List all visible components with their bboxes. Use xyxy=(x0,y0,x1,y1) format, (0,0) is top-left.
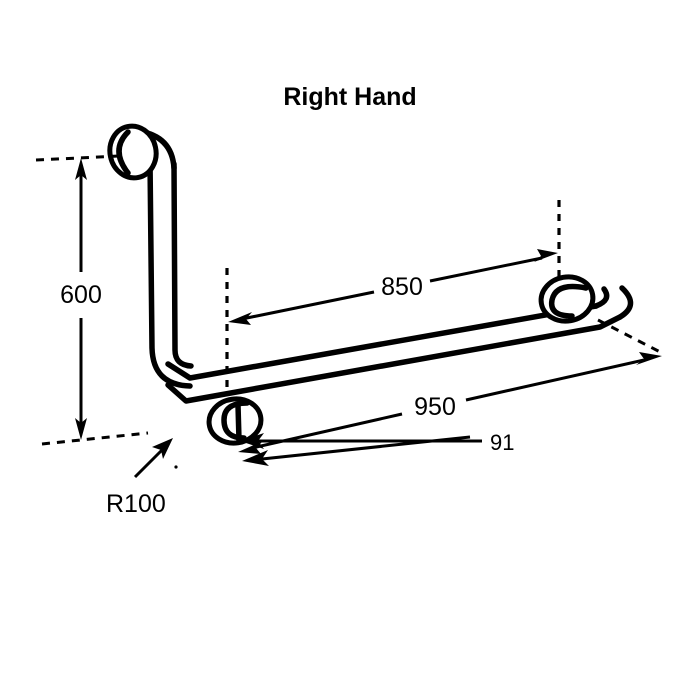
dimension-line-right-seg xyxy=(429,256,543,283)
grab-rail-tube xyxy=(131,128,634,404)
mounting-flange-icon xyxy=(206,396,264,446)
callout-r100: R100 xyxy=(106,438,173,518)
dimension-950-label: 950 xyxy=(414,393,456,421)
dimension-line-left-seg xyxy=(251,412,403,450)
dimension-600: 600 xyxy=(35,154,149,446)
page-title: Right Hand xyxy=(283,83,416,111)
extension-line-right-end xyxy=(597,318,665,356)
dimension-950: 950 xyxy=(238,318,665,454)
arrow-icon-down xyxy=(75,418,87,440)
tube-vertical-left-edge xyxy=(147,157,193,389)
tube-lower-edge xyxy=(165,314,623,404)
arrow-icon-left xyxy=(228,312,252,325)
flange-bottom-corner xyxy=(206,396,264,446)
dimension-850: 850 xyxy=(225,200,561,388)
dimension-91-label: 91 xyxy=(490,430,514,455)
scan-speck xyxy=(174,465,178,469)
tube-vertical-right-edge xyxy=(171,161,194,369)
extension-line-top xyxy=(35,154,121,162)
flange-bottom-centerline xyxy=(235,402,242,443)
flange-right-end xyxy=(538,274,596,324)
arrow-icon-corner xyxy=(152,438,173,459)
extension-line-bottom xyxy=(41,431,149,446)
arrow-icon-right xyxy=(636,352,662,365)
flange-top-left-inner-arc xyxy=(116,129,131,176)
arrow-icon-up xyxy=(75,158,87,180)
dimension-line-left-seg xyxy=(241,290,375,321)
dimension-850-label: 850 xyxy=(381,273,423,301)
dimension-91: 91 xyxy=(240,430,514,466)
arrow-icon-left xyxy=(240,433,264,449)
tube-upper-edge xyxy=(165,303,599,381)
arrow-icon-right xyxy=(534,249,558,262)
dimension-600-label: 600 xyxy=(60,281,102,309)
callout-leader-line xyxy=(133,445,167,479)
flange-right-inner-arc xyxy=(548,283,589,319)
tube-right-return-inner xyxy=(593,286,610,309)
callout-r100-label: R100 xyxy=(106,490,166,518)
dimension-line-right-seg xyxy=(465,358,645,402)
leader-line-secondary xyxy=(261,435,471,461)
arrow-icon-left-lower xyxy=(242,450,269,466)
tube-right-return-outer xyxy=(617,285,634,320)
flange-top-left xyxy=(107,123,159,181)
